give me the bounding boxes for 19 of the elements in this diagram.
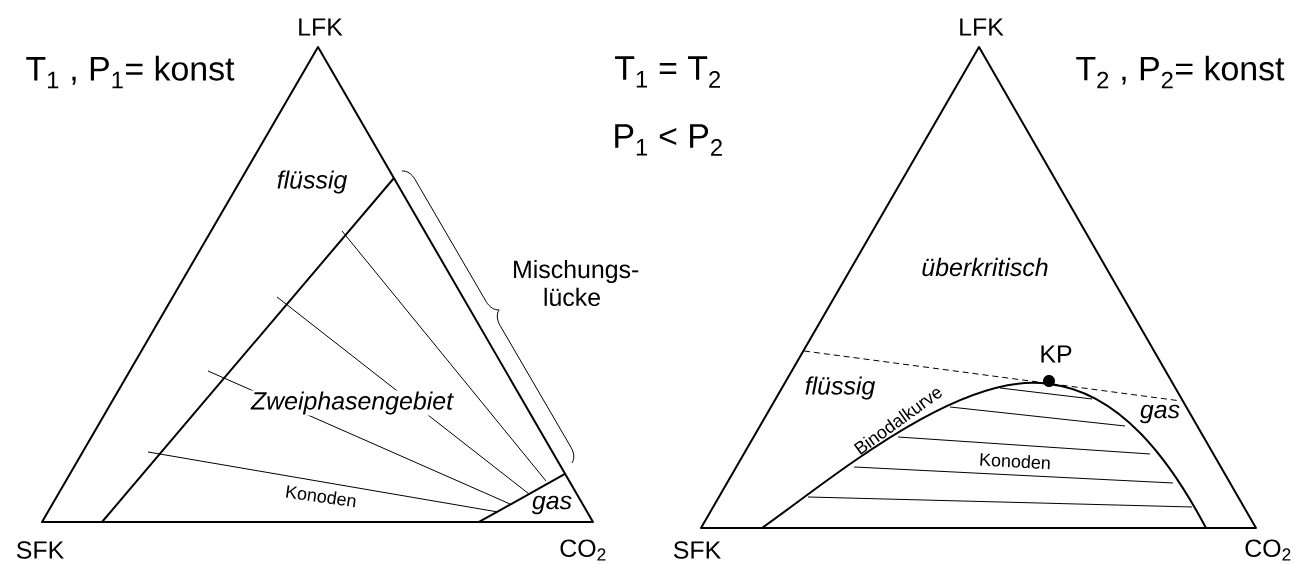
- region-label: gas: [532, 495, 572, 515]
- vertex-label: LFK: [299, 18, 343, 36]
- vertex-label: SFK: [16, 541, 64, 559]
- tie-line-label: Konoden: [980, 453, 1050, 470]
- region-label: überkritisch: [922, 257, 1048, 277]
- vertex-label: CO$_{2}$: [1245, 539, 1291, 561]
- vertex-label: SFK: [673, 541, 721, 559]
- point-label: KP: [1041, 345, 1072, 363]
- condition-label: T$_{2}$ , P$_{2}$= konst: [1076, 55, 1285, 89]
- vertex-label: LFK: [960, 18, 1004, 36]
- region-label: Zweiphasengebiet: [249, 390, 455, 416]
- brace-label: Mischungs- lücke: [514, 259, 639, 307]
- condition-label: T$_{1}$ , P$_{1}$= konst: [26, 55, 235, 89]
- condition-label: P$_{1}$ < P$_{2}$: [615, 124, 722, 156]
- vertex-label: CO$_{2}$: [560, 539, 606, 561]
- tie-line-label: Konoden: [286, 485, 356, 508]
- region-label: flüssig: [277, 170, 348, 194]
- region-label: gas: [1139, 404, 1180, 424]
- condition-label: T$_{1}$ = T$_{2}$: [615, 56, 720, 88]
